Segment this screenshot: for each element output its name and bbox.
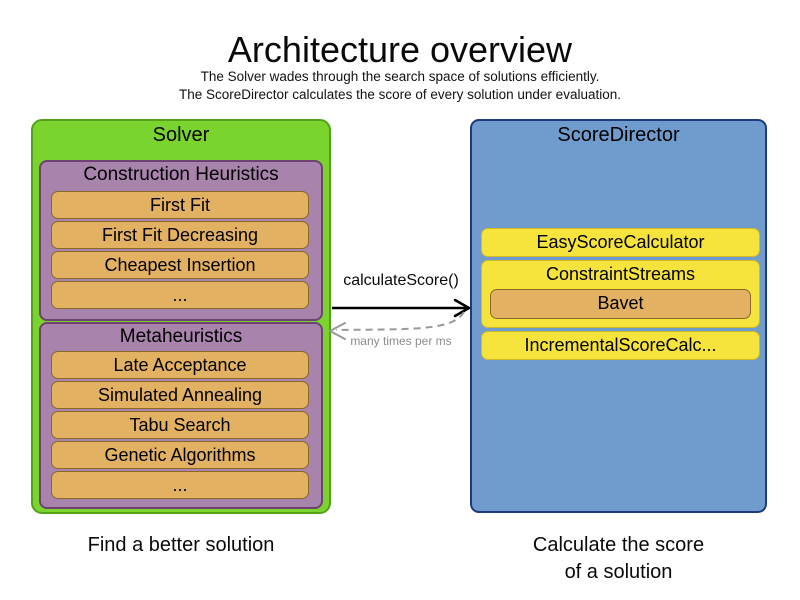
construction-heuristics-title: Construction Heuristics [83,164,279,185]
page-title: Architecture overview [227,29,573,70]
calculate-score-arrow [332,298,471,318]
score-director-caption-line-1: Calculate the score [532,534,705,556]
frequency-label: many times per ms [350,334,452,348]
solver-caption: Find a better solution [87,534,275,556]
score-director-box: ScoreDirector EasyScoreCalculator Constr… [470,119,767,513]
calculator-item-incremental-score-calculator: IncrementalScoreCalc... [481,331,760,360]
construction-heuristics-group: Construction Heuristics First Fit First … [39,160,323,321]
algorithm-item-more-metaheuristics: ... [51,471,309,499]
bavet-item: Bavet [490,289,751,319]
score-director-caption: Calculate the score of a solution [470,532,767,586]
subtitle-line-2: The ScoreDirector calculates the score o… [179,87,621,102]
algorithm-item-more-construction: ... [51,281,309,309]
algorithm-item-late-acceptance: Late Acceptance [51,351,309,379]
metaheuristics-title: Metaheuristics [119,326,243,347]
subtitle-line-1: The Solver wades through the search spac… [200,69,600,84]
calculate-score-label: calculateScore() [343,272,459,289]
score-director-caption-line-2: of a solution [564,561,673,583]
calculator-item-easy-score-calculator: EasyScoreCalculator [481,228,760,257]
calculator-item-constraint-streams: ConstraintStreams Bavet [481,260,760,328]
algorithm-item-simulated-annealing: Simulated Annealing [51,381,309,409]
algorithm-item-genetic-algorithms: Genetic Algorithms [51,441,309,469]
subtitle: The Solver wades through the search spac… [0,68,800,104]
algorithm-item-first-fit: First Fit [51,191,309,219]
score-director-title: ScoreDirector [557,124,680,146]
constraint-streams-label: ConstraintStreams [545,264,696,284]
algorithm-item-tabu-search: Tabu Search [51,411,309,439]
solver-title: Solver [152,124,210,146]
algorithm-item-first-fit-decreasing: First Fit Decreasing [51,221,309,249]
algorithm-item-cheapest-insertion: Cheapest Insertion [51,251,309,279]
solver-box: Solver Construction Heuristics First Fit… [31,119,331,514]
metaheuristics-group: Metaheuristics Late Acceptance Simulated… [39,322,323,509]
